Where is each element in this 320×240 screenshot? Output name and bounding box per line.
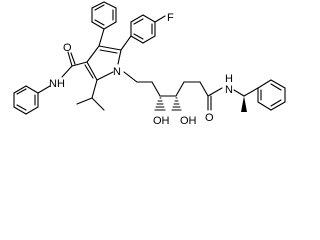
heptanoyl-chain <box>123 71 209 97</box>
amide-oxygen-right-label: O <box>205 112 214 124</box>
fluorine-label: F <box>167 12 174 24</box>
fluorophenyl-ring <box>130 14 156 44</box>
anilide-nh-label: NH <box>49 78 65 90</box>
hashed-bond-oh-1 <box>154 97 166 111</box>
bond-c-f <box>154 15 166 23</box>
chemical-structure: F N O NH <box>13 1 286 127</box>
phenyl-ring-top <box>91 1 117 30</box>
amide-oxygen-left-label: O <box>63 42 72 54</box>
carboxamide-group <box>61 51 88 78</box>
bond-n-phenyl <box>37 85 51 94</box>
phenyl-ring-anilide <box>13 85 39 115</box>
hashed-bond-oh-2 <box>171 97 182 111</box>
amide-group-right <box>207 87 223 111</box>
hydroxyl-2-label: OH <box>180 115 197 127</box>
bond-n-chiral-carbon <box>233 89 245 97</box>
pyrrole-nitrogen-label: N <box>113 66 121 78</box>
hydroxyl-1-label: OH <box>153 115 170 127</box>
pyrrole-ring <box>84 45 122 81</box>
amide-nh-right-label-n: N <box>225 84 233 96</box>
amide-nh-right-label-h: H <box>225 73 233 85</box>
isopropyl-group <box>76 79 105 111</box>
bond-chiral-phenyl <box>243 87 259 97</box>
bond-fluorophenyl-pyrrole <box>120 35 132 51</box>
bond-phenyl-pyrrole <box>98 28 105 47</box>
wedge-bond-methyl <box>241 96 247 112</box>
phenyl-ring-right <box>257 79 286 111</box>
